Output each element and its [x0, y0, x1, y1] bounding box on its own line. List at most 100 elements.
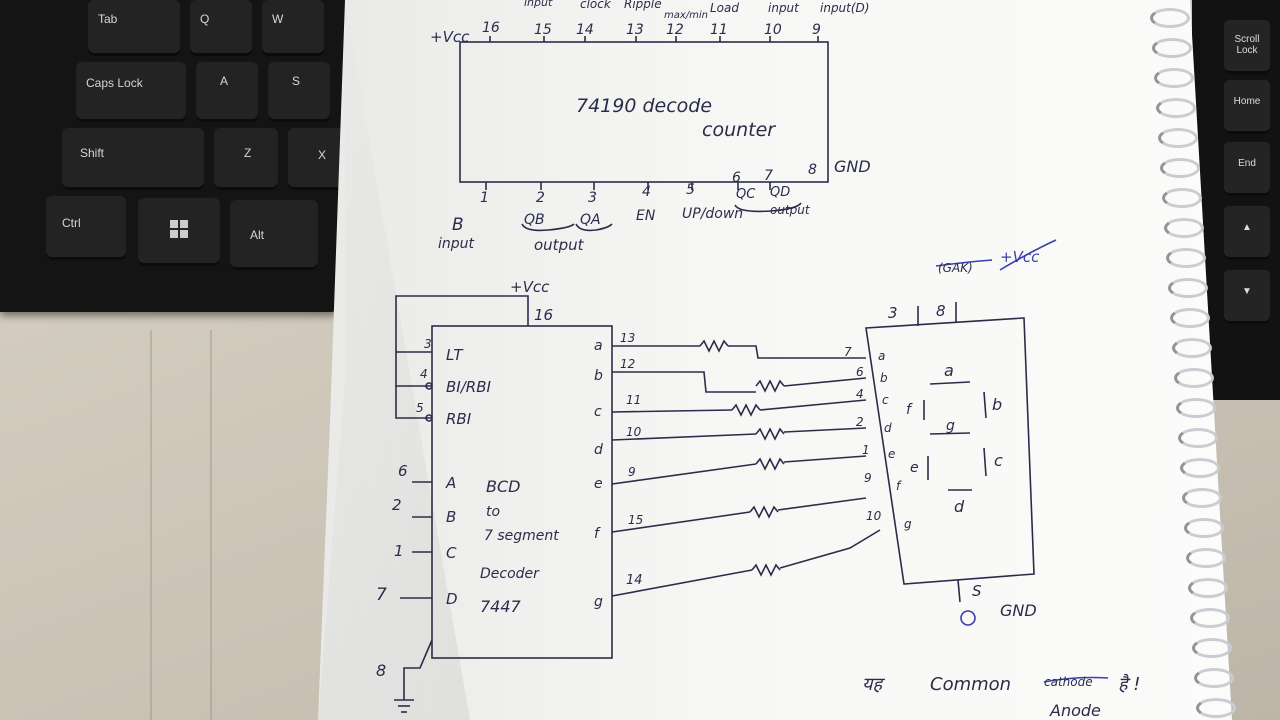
chip2-body-line: BCD: [486, 477, 520, 496]
chip2-out-pin: 9: [628, 465, 636, 479]
chip2-in-pin: 1: [394, 542, 404, 560]
display-top-pin: 8: [936, 302, 946, 320]
display-in-label: e: [888, 447, 895, 461]
spiral-coil: [1176, 398, 1216, 418]
key-home[interactable]: Home: [1224, 80, 1270, 134]
display-in-label: g: [904, 517, 912, 531]
display-in-label: c: [882, 393, 889, 407]
chip2-body-line: 7 segment: [484, 528, 559, 544]
key-x[interactable]: X: [288, 128, 344, 190]
pin5-lead: [395, 386, 432, 419]
wire-e: [611, 463, 757, 485]
chip2-pin16: 16: [534, 306, 553, 324]
wire-c-out: [759, 399, 867, 411]
spiral-coil: [1160, 158, 1200, 178]
arrow-down-icon: ▼: [1242, 286, 1252, 297]
spiral-coil: [1192, 638, 1232, 658]
chip2-body-line: to: [486, 504, 500, 520]
chip1-output-brace-2: [734, 202, 802, 213]
footnote-common: Common: [930, 674, 1011, 695]
chip1-note-output: output: [534, 236, 585, 254]
key-arrow-up[interactable]: ▲: [1224, 206, 1270, 260]
chip2-gnd-pin: 8: [376, 661, 386, 680]
chip1-note-input: input: [524, 0, 553, 9]
resistor-e: [755, 457, 785, 471]
chip1-label-qc: QC: [736, 187, 756, 202]
chip2-in-label-a: A: [445, 474, 456, 492]
chip1-note-inputd: input(D): [820, 1, 869, 15]
chip1-top-pin: 12: [666, 22, 684, 38]
chip2-body-line: 7447: [480, 597, 522, 616]
display-seg-label: e: [910, 460, 919, 476]
pin5-bubble: [425, 414, 433, 422]
key-scroll-lock[interactable]: Scroll Lock: [1224, 20, 1270, 74]
spiral-coil: [1158, 128, 1198, 148]
chip1-top-pin: 10: [764, 22, 782, 38]
spiral-coil: [1168, 278, 1208, 298]
chip2-in-pin: 2: [392, 496, 402, 514]
chip1-title: 74190 decode: [576, 95, 712, 117]
display-top-pin: 3: [888, 304, 898, 322]
key-windows[interactable]: [138, 198, 220, 266]
segment-c: [983, 447, 987, 477]
key-s[interactable]: S: [268, 62, 330, 122]
chip1-bottom-pin: 7: [764, 168, 773, 184]
chip1-label-en: EN: [636, 208, 656, 224]
display-in-label: b: [880, 371, 888, 385]
key-q[interactable]: Q: [190, 0, 252, 56]
segment-g: [929, 432, 971, 435]
chip1-top-pin: 9: [812, 22, 821, 38]
key-ctrl[interactable]: Ctrl: [46, 196, 126, 260]
wire-d: [611, 433, 757, 441]
chip1-bottom-pin: 6: [732, 170, 741, 186]
resistor-a: [699, 339, 729, 353]
keyboard: Tab Q W Caps Lock A S Shift Z X Ctrl Alt: [0, 0, 345, 312]
chip2-out-pin: 15: [628, 513, 643, 527]
chip2-out-pin: 13: [620, 331, 635, 345]
chip2-out-pin: 11: [626, 393, 641, 407]
resistor-b: [755, 379, 785, 393]
wire-g: [611, 569, 753, 597]
lt-pullup-wire: [395, 295, 529, 372]
footnote-struck: cathode: [1044, 675, 1093, 689]
spiral-coil: [1196, 698, 1236, 718]
chip2-out-label: d: [594, 442, 603, 458]
spiral-coil: [1156, 98, 1196, 118]
display-seg-label: a: [944, 361, 954, 380]
spiral-coil: [1190, 608, 1230, 628]
spiral-coil: [1170, 308, 1210, 328]
key-z[interactable]: Z: [214, 128, 278, 190]
key-arrow-down[interactable]: ▼: [1224, 270, 1270, 324]
arrow-up-icon: ▲: [1242, 222, 1252, 233]
display-bottom-pin: S: [972, 582, 982, 600]
chip1-label-b: B: [452, 215, 464, 235]
key-a[interactable]: A: [196, 62, 258, 122]
key-caps-lock[interactable]: Caps Lock: [76, 62, 186, 122]
wire-g-out: [779, 529, 881, 569]
wire-c: [611, 409, 733, 413]
wire-b: [612, 371, 756, 393]
chip2-in-label-b: B: [446, 508, 456, 526]
spiral-coil: [1154, 68, 1194, 88]
pin4-bubble: [425, 382, 433, 390]
chip2-out-label: c: [594, 404, 602, 420]
display-gnd: GND: [1000, 601, 1037, 620]
chip2-left-pin: 3: [424, 337, 432, 351]
chip2-out-pin: 14: [626, 573, 643, 588]
chip1-top-pin: 16: [482, 20, 500, 36]
chip1-note-output2: output: [770, 203, 811, 217]
key-alt[interactable]: Alt: [230, 200, 318, 270]
segment-b: [983, 391, 987, 419]
key-end[interactable]: End: [1224, 142, 1270, 196]
wire-e-out: [783, 455, 867, 463]
spiral-coil: [1184, 518, 1224, 538]
key-shift[interactable]: Shift: [62, 128, 204, 190]
display-in-label: f: [896, 479, 902, 493]
chip1-note-input-b: input: [438, 236, 475, 252]
key-tab[interactable]: Tab: [88, 0, 180, 56]
desk-seam: [150, 330, 152, 720]
spiral-coil: [1164, 218, 1204, 238]
key-w[interactable]: W: [262, 0, 324, 56]
chip2-label-bi-rbi: BI/RBI: [446, 378, 491, 396]
paper-sheet: [318, 0, 1232, 720]
